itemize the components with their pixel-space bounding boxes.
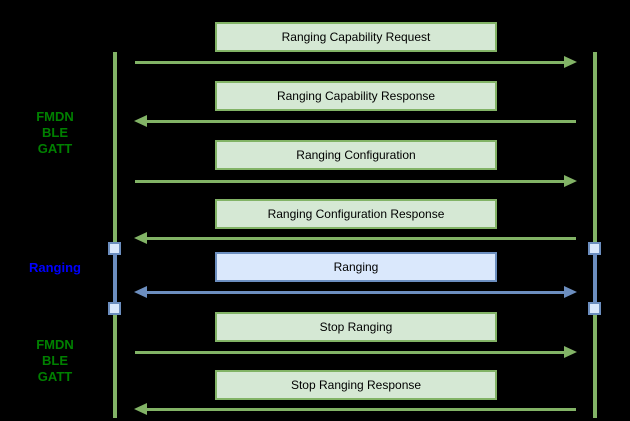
message-label: Ranging: [333, 260, 379, 274]
message-arrow-left: [134, 231, 577, 245]
message-label: Stop Ranging: [319, 320, 393, 334]
activation-marker-right-bottom: [588, 302, 601, 315]
message-arrow-bidirectional: [134, 285, 577, 299]
activation-bar-left: [113, 248, 117, 310]
activation-marker-left-top: [108, 242, 121, 255]
message-arrow-left: [134, 402, 577, 416]
message-box: Stop Ranging: [215, 312, 497, 342]
arrow-line: [145, 120, 576, 123]
message-box: Ranging Configuration: [215, 140, 497, 170]
arrowhead-left-icon: [134, 286, 147, 298]
message-label: Ranging Configuration: [296, 148, 416, 162]
arrow-line: [145, 408, 576, 411]
message-arrow-right: [134, 174, 577, 188]
activation-bar-right: [593, 248, 597, 310]
arrow-line: [135, 180, 566, 183]
arrow-line: [135, 61, 566, 64]
activation-marker-left-bottom: [108, 302, 121, 315]
arrowhead-left-icon: [134, 115, 147, 127]
section-label-fmdn-ble-gatt-top: FMDN BLE GATT: [36, 109, 74, 156]
arrowhead-right-icon: [564, 175, 577, 187]
message-box: Ranging Configuration Response: [215, 199, 497, 229]
message-arrow-left: [134, 114, 577, 128]
message-label: Ranging Capability Response: [276, 89, 436, 103]
arrowhead-right-icon: [564, 56, 577, 68]
message-box: Ranging Capability Response: [215, 81, 497, 111]
message-arrow-right: [134, 345, 577, 359]
arrowhead-left-icon: [134, 232, 147, 244]
message-box: Ranging Capability Request: [215, 22, 497, 52]
arrowhead-right-icon: [564, 346, 577, 358]
message-label: Stop Ranging Response: [290, 378, 422, 392]
arrow-line: [145, 291, 566, 294]
arrowhead-right-icon: [564, 286, 577, 298]
message-box: Ranging: [215, 252, 497, 282]
lifeline-right: [593, 52, 597, 418]
message-arrow-right: [134, 55, 577, 69]
message-label: Ranging Capability Request: [281, 30, 431, 44]
message-label: Ranging Configuration Response: [267, 207, 445, 221]
message-box: Stop Ranging Response: [215, 370, 497, 400]
arrowhead-left-icon: [134, 403, 147, 415]
activation-marker-right-top: [588, 242, 601, 255]
lifeline-left: [113, 52, 117, 418]
arrow-line: [135, 351, 566, 354]
section-label-fmdn-ble-gatt-bottom: FMDN BLE GATT: [36, 337, 74, 384]
arrow-line: [145, 237, 576, 240]
section-label-ranging: Ranging: [29, 260, 81, 275]
